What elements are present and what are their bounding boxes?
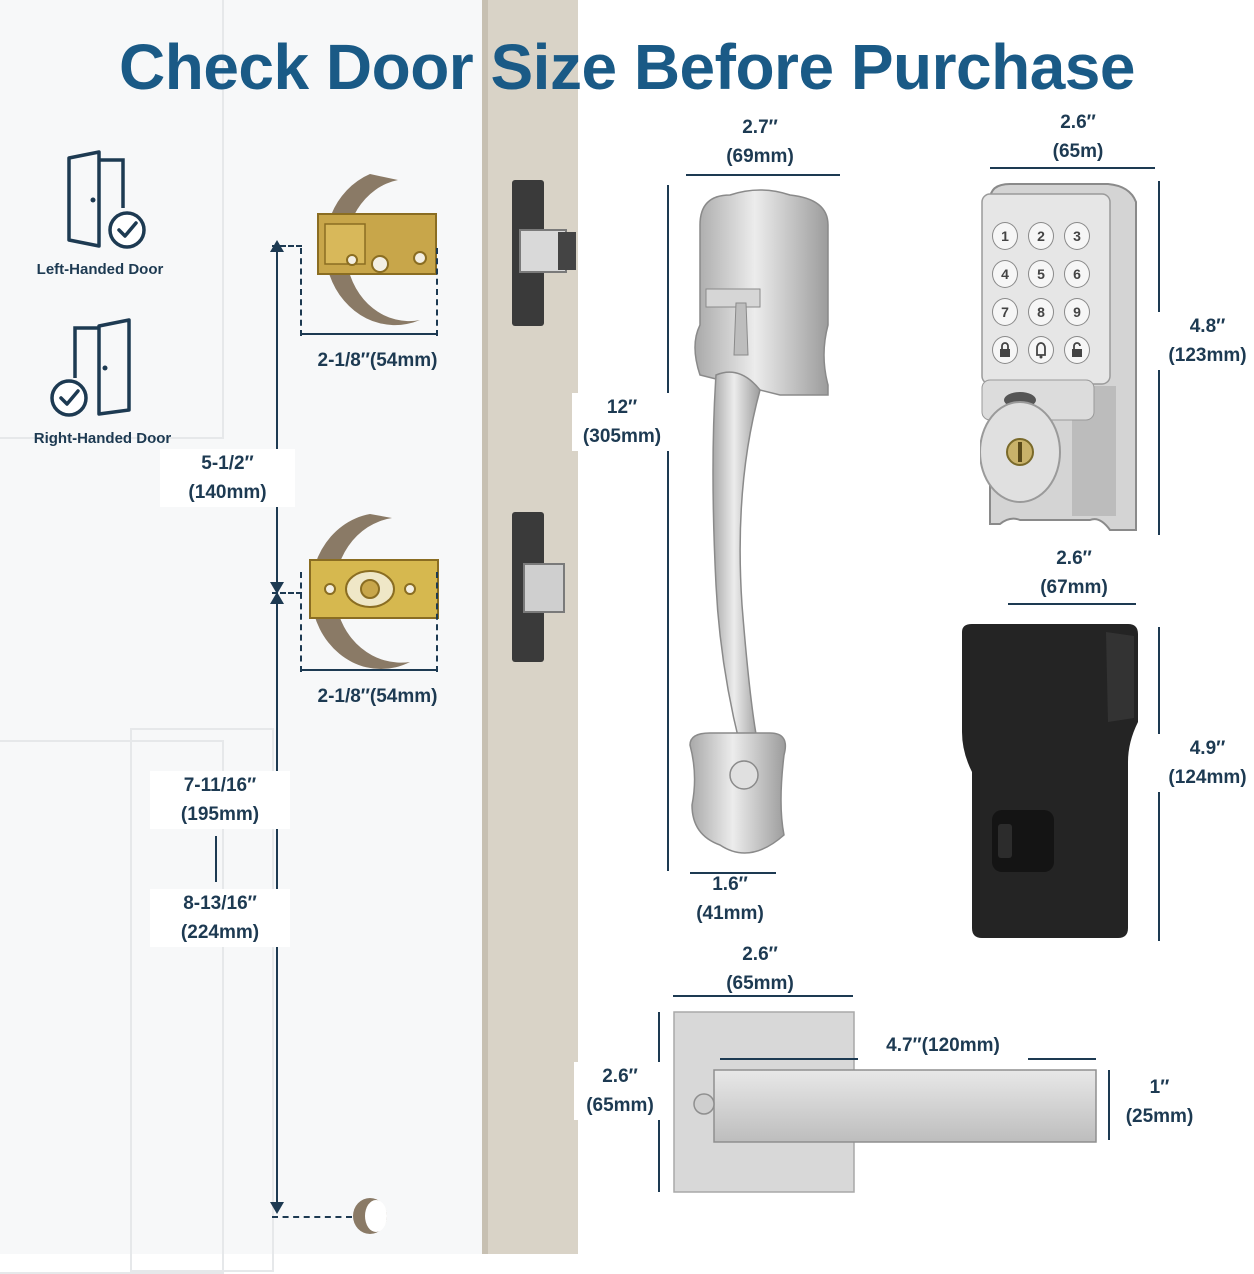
keypad-key-3[interactable]: 3: [1064, 222, 1090, 250]
page-title: Check Door Size Before Purchase: [119, 31, 1135, 103]
lever-height-mm: (65mm): [586, 1095, 654, 1116]
door-background: [0, 0, 482, 1254]
upper-bore-latch-image: [300, 172, 440, 332]
lever-width-mm: (65mm): [726, 973, 794, 994]
left-handed-door-label: Left-Handed Door: [36, 261, 164, 278]
keypad-key-7[interactable]: 7: [992, 298, 1018, 326]
upper-bore-dimension: 2-1/8′′(54mm): [317, 350, 438, 371]
upper-bore-right-edge: [436, 248, 438, 336]
keypad-key-4[interactable]: 4: [992, 260, 1018, 288]
keypad-height-mm: (123mm): [1168, 345, 1247, 366]
interior-height-dimension: 4.9′′ (124mm): [1155, 734, 1254, 792]
lever-width-dimension: 2.6′′ (65mm): [700, 940, 820, 998]
door-panel-upper: [0, 0, 224, 439]
unlock-icon: [1072, 342, 1082, 357]
spacing-dimension: 5-1/2′′ (140mm): [160, 449, 295, 507]
keypad-width-mm: (65m): [1052, 141, 1104, 162]
right-handed-door-label: Right-Handed Door: [33, 430, 172, 447]
bell-icon: [1036, 342, 1046, 359]
door-frame-edge: [482, 0, 488, 1254]
keypad-key-5[interactable]: 5: [1028, 260, 1054, 288]
handle-height-mm: (305mm): [582, 426, 662, 447]
upper-bore-left-edge: [300, 248, 302, 336]
keypad-key-6[interactable]: 6: [1064, 260, 1090, 288]
spacing-dimension-line: [276, 246, 278, 592]
height-a-mm: (195mm): [180, 804, 260, 825]
upper-bore-dimension-line: [302, 333, 436, 335]
lever-height-dimension: 2.6′′ (65mm): [574, 1062, 666, 1120]
arrow-down-icon: [270, 1202, 284, 1214]
lever-length-dimension: 4.7′′(120mm): [858, 1031, 1028, 1060]
interior-width-inch: 2.6′′: [1056, 548, 1092, 569]
lower-bore-deadbolt-image: [300, 512, 440, 672]
lower-strike-plate: [510, 510, 580, 665]
lower-bore-right-edge: [436, 572, 438, 672]
height-b-inch: 8-13/16′′: [183, 893, 257, 914]
floor-marker: [272, 1216, 352, 1218]
interior-height-mm: (124mm): [1168, 767, 1247, 788]
arrow-up-icon: [270, 592, 284, 604]
handle-width-line: [686, 174, 840, 176]
keypad-width-dimension: 2.6′′ (65m): [1018, 108, 1138, 166]
lever-image: [672, 1010, 1102, 1194]
lever-height-inch: 2.6′′: [602, 1066, 638, 1087]
lower-bore-dimension: 2-1/8′′(54mm): [317, 686, 438, 707]
spacing-inch: 5-1/2′′: [201, 453, 254, 474]
keypad-lock-image: 1 2 3 4 5 6 7 8 9: [979, 180, 1142, 536]
handle-width-inch: 2.7′′: [742, 117, 778, 138]
lever-thickness-inch: 1′′: [1149, 1077, 1170, 1098]
handle-bottom-width-dimension: 1.6′′ (41mm): [670, 870, 790, 928]
lever-width-inch: 2.6′′: [742, 944, 778, 965]
handle-bottom-width-mm: (41mm): [696, 903, 764, 924]
handle-set-image: [680, 185, 840, 865]
height-b-dimension: 8-13/16′′ (224mm): [150, 889, 290, 947]
keypad-buttons: 1 2 3 4 5 6 7 8 9: [992, 222, 1102, 364]
keypad-bell-key[interactable]: [1028, 336, 1054, 364]
lever-thickness-mm: (25mm): [1125, 1106, 1194, 1127]
handle-height-inch: 12′′: [606, 397, 638, 418]
handle-height-line: [667, 185, 669, 871]
keypad-key-8[interactable]: 8: [1028, 298, 1054, 326]
lever-thickness-dimension: 1′′ (25mm): [1112, 1073, 1207, 1131]
arrow-up-icon: [270, 240, 284, 252]
arrow-down-icon: [270, 582, 284, 594]
interior-unit-image: [958, 622, 1142, 940]
lower-center-marker: [272, 592, 302, 594]
height-a-inch: 7-11/16′′: [183, 775, 257, 796]
keypad-height-inch: 4.8′′: [1189, 316, 1226, 337]
door-stop-hole: [350, 1196, 390, 1236]
upper-strike-plate: [510, 178, 580, 328]
keypad-lock-key[interactable]: [992, 336, 1018, 364]
left-hand-door-check-icon: [55, 150, 155, 250]
height-separator-line: [215, 836, 217, 882]
lever-thickness-line: [1108, 1070, 1110, 1140]
interior-width-mm: (67mm): [1040, 577, 1108, 598]
lock-icon: [1000, 342, 1010, 357]
keypad-key-9[interactable]: 9: [1064, 298, 1090, 326]
keypad-unlock-key[interactable]: [1064, 336, 1090, 364]
right-hand-door-check-icon: [45, 318, 145, 418]
interior-width-line: [1008, 603, 1136, 605]
handle-bottom-width-inch: 1.6′′: [712, 874, 748, 895]
keypad-key-2[interactable]: 2: [1028, 222, 1054, 250]
handle-height-dimension: 12′′ (305mm): [572, 393, 672, 451]
upper-center-marker: [272, 245, 302, 247]
lower-bore-dimension-line: [302, 669, 436, 671]
height-a-dimension: 7-11/16′′ (195mm): [150, 771, 290, 829]
handle-bottom-width-line: [690, 872, 776, 874]
lever-width-line: [673, 995, 853, 997]
interior-width-dimension: 2.6′′ (67mm): [1014, 544, 1134, 602]
handle-width-dimension: 2.7′′ (69mm): [700, 113, 820, 171]
height-b-mm: (224mm): [180, 922, 260, 943]
keypad-key-1[interactable]: 1: [992, 222, 1018, 250]
spacing-mm: (140mm): [188, 482, 267, 503]
keypad-width-line: [990, 167, 1155, 169]
handle-width-mm: (69mm): [726, 146, 794, 167]
keypad-height-dimension: 4.8′′ (123mm): [1155, 312, 1254, 370]
interior-height-inch: 4.9′′: [1189, 738, 1226, 759]
lower-bore-left-edge: [300, 572, 302, 672]
keypad-width-inch: 2.6′′: [1060, 112, 1096, 133]
